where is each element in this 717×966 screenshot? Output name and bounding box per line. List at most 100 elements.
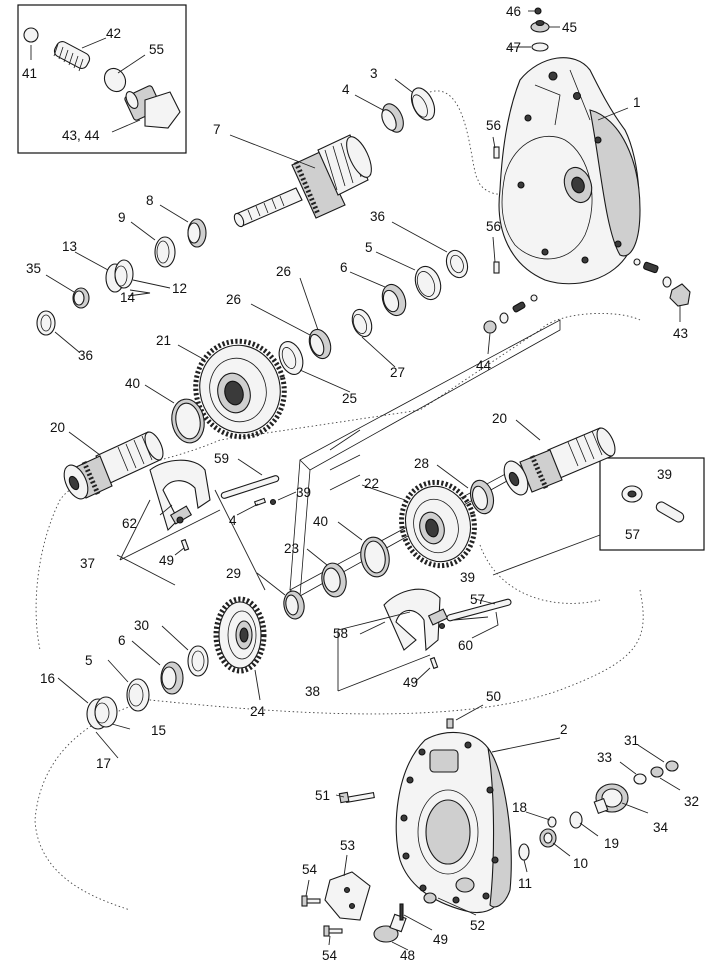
bearing-4-upper <box>381 103 404 133</box>
leader-lines <box>30 10 681 951</box>
callout-29: 29 <box>226 566 241 581</box>
seal-10 <box>539 828 557 848</box>
callout-6-lower: 6 <box>118 633 126 648</box>
race-9 <box>154 236 176 268</box>
callout-50: 50 <box>486 689 501 704</box>
detent-ball <box>633 258 641 266</box>
bearing-6-upper <box>381 283 407 317</box>
callout-5-upper: 5 <box>365 240 373 255</box>
callout-35: 35 <box>26 261 41 276</box>
callout-56-upper: 56 <box>486 118 501 133</box>
housing-upper-icon <box>498 57 641 285</box>
callout-58: 58 <box>333 626 348 641</box>
callout-21: 21 <box>156 333 171 348</box>
callout-44: 44 <box>476 358 492 373</box>
spring-icon <box>53 41 91 72</box>
callout-2: 2 <box>560 722 568 737</box>
ball-icon <box>23 27 39 43</box>
nut-31 <box>665 760 679 772</box>
detent-spring <box>643 261 659 274</box>
callout-37: 37 <box>80 556 95 571</box>
callout-27: 27 <box>390 365 405 380</box>
shift-fork-58-icon <box>383 588 449 652</box>
screw-54-lower <box>323 925 343 937</box>
shim-36-right <box>445 249 469 279</box>
callout-26-mid: 26 <box>226 292 241 307</box>
switch-48-icon <box>373 903 407 943</box>
shift-rod-57 <box>446 598 512 622</box>
callout-30: 30 <box>134 618 149 633</box>
thrust-washer-30 <box>187 645 209 677</box>
bearing-29 <box>283 590 305 620</box>
output-shaft-right-icon <box>503 427 616 496</box>
callout-49-left: 49 <box>159 553 174 568</box>
small-pin-39-right <box>438 622 446 630</box>
snap-rings-13-14 <box>105 259 134 293</box>
assembly-line-3 <box>34 589 644 911</box>
screw-50 <box>446 718 454 729</box>
gear-24-icon <box>213 596 267 674</box>
callout-7: 7 <box>213 122 221 137</box>
callout-13: 13 <box>62 239 77 254</box>
o-ring-icon <box>103 67 127 93</box>
callout-59: 59 <box>214 451 229 466</box>
snap-rings-15-16 <box>86 696 118 730</box>
callout-40-left: 40 <box>125 376 140 391</box>
race-3 <box>410 87 436 121</box>
callout-40-right: 40 <box>313 514 328 529</box>
bearing-8 <box>187 218 207 248</box>
gear-22-icon <box>399 479 477 569</box>
callout-20-left: 20 <box>50 420 65 435</box>
thrust-washer-25 <box>278 341 304 375</box>
shift-rod-59 <box>220 475 280 499</box>
plug-52 <box>423 892 437 904</box>
callout-54-lower: 54 <box>322 948 338 963</box>
callout-54-upper: 54 <box>302 862 318 877</box>
washer-18 <box>547 816 557 828</box>
callout-1: 1 <box>633 95 641 110</box>
callout-11: 11 <box>518 876 532 891</box>
inset-pointer <box>492 534 601 576</box>
oring-11 <box>518 843 530 861</box>
callout-3: 3 <box>370 66 378 81</box>
callout-34: 34 <box>653 820 669 835</box>
washer-47 <box>531 42 549 52</box>
detent-set-44 <box>483 294 538 334</box>
callout-12: 12 <box>172 281 187 296</box>
callout-5-lower: 5 <box>85 653 93 668</box>
callout-55: 55 <box>149 42 164 57</box>
pin-56-lower <box>493 261 500 274</box>
assembly-line-4 <box>479 544 601 604</box>
callout-20-right: 20 <box>492 411 507 426</box>
callout-4-top: 4 <box>342 82 350 97</box>
callout-47: 47 <box>506 40 521 55</box>
callout-23: 23 <box>284 541 299 556</box>
gear-21-icon <box>193 338 287 440</box>
detent-washer <box>662 276 672 288</box>
pin-icon <box>655 501 685 523</box>
callout-43: 43 <box>673 326 688 341</box>
callout-57-lower: 57 <box>470 592 485 607</box>
callout-49-lower: 49 <box>433 932 448 947</box>
seal-32 <box>650 766 664 778</box>
callout-52: 52 <box>470 918 485 933</box>
roll-pin-49-left <box>180 538 190 552</box>
output-shaft-left-icon <box>63 431 164 500</box>
roll-pin-4 <box>253 497 267 507</box>
callout-labels: 41 42 55 43, 44 46 45 47 1 3 4 7 56 56 8… <box>22 4 699 963</box>
bracket-53-icon <box>324 871 371 921</box>
callout-17: 17 <box>96 756 111 771</box>
callout-22: 22 <box>364 476 379 491</box>
callout-28: 28 <box>414 456 429 471</box>
inset-box-right <box>599 457 705 551</box>
detent-plug-43 <box>669 283 691 307</box>
callout-51: 51 <box>315 788 330 803</box>
flange-34-icon <box>593 783 629 815</box>
bearing-35 <box>72 287 90 309</box>
callout-6-upper: 6 <box>340 260 348 275</box>
callout-33: 33 <box>597 750 612 765</box>
callout-15: 15 <box>151 723 166 738</box>
callout-39-inset: 39 <box>657 467 672 482</box>
callout-38: 38 <box>305 684 320 699</box>
callout-4-mid: 4 <box>229 513 237 528</box>
